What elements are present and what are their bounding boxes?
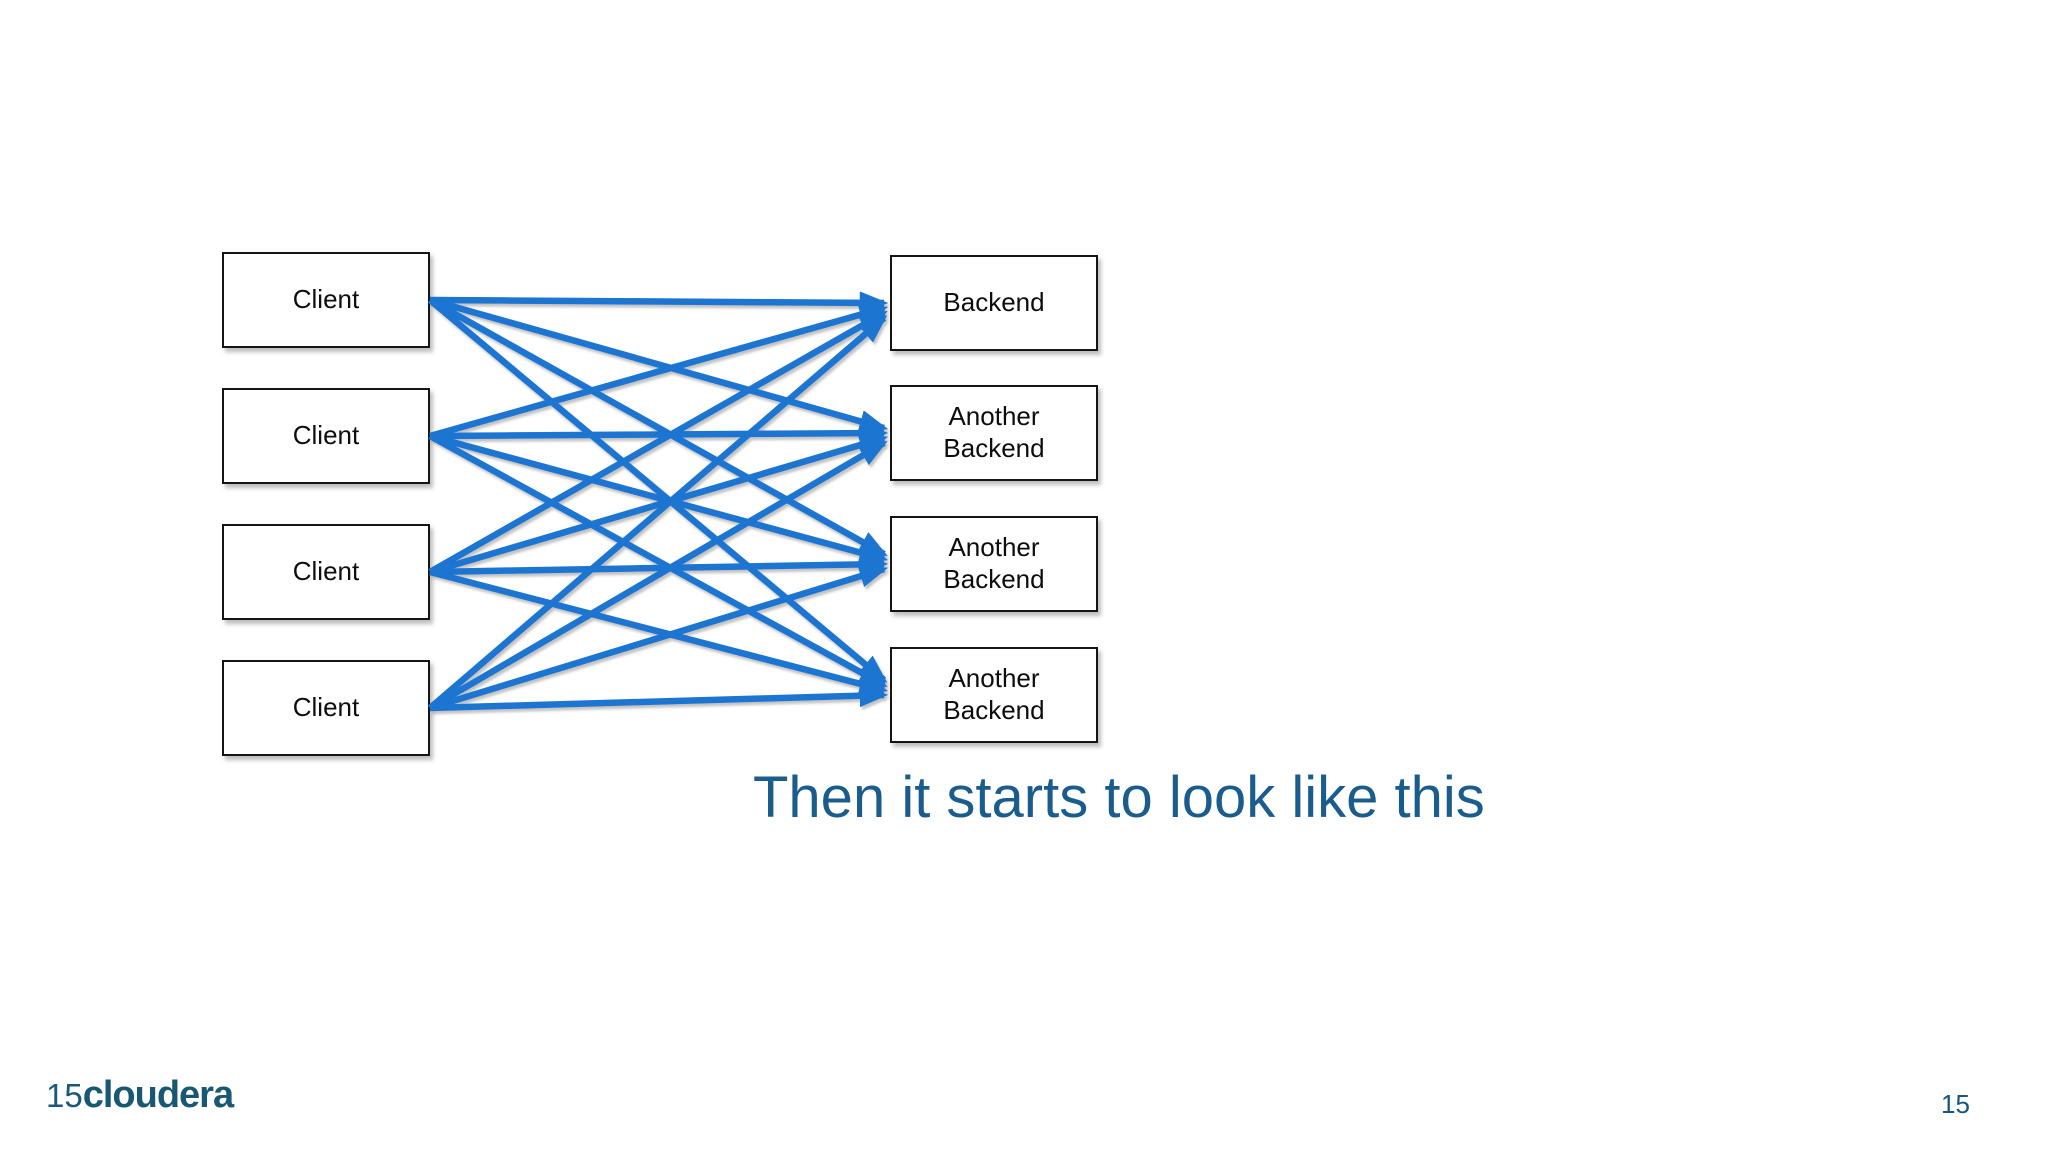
backend-box-3: Another Backend [890,516,1098,612]
client-box-3: Client [222,524,430,620]
backend-box-2-label: Another Backend [943,401,1045,463]
connection-arrow-client2-backend2 [429,421,889,445]
connection-arrow-client4-backend2 [428,440,888,711]
slide-number-left: 15 [46,1077,83,1114]
client-box-2-label: Client [292,420,360,451]
slide-caption: Then it starts to look like this [753,765,1485,830]
connection-arrow-client1-backend3 [428,297,888,557]
connection-arrow-client2-backend4 [428,433,888,688]
footer-left: 15cloudera [46,1074,234,1116]
connection-arrow-client3-backend2 [429,433,889,576]
connection-arrow-client4-backend1 [427,315,888,711]
client-box-4: Client [222,660,430,756]
client-box-2: Client [222,388,430,484]
connection-arrow-client2-backend1 [429,303,889,440]
connection-arrow-client3-backend3 [429,552,889,576]
client-box-1: Client [222,252,430,348]
page-number-right: 15 [1941,1089,1970,1119]
connection-arrow-client3-backend1 [428,310,888,575]
client-box-1-label: Client [292,284,360,315]
connection-arrow-client1-backend4 [427,297,888,683]
client-box-4-label: Client [292,692,360,723]
connection-arrow-client4-backend3 [429,565,889,712]
backend-box-3-label: Another Backend [943,532,1045,594]
connection-arrow-client1-backend1 [429,291,889,315]
client-box-3-label: Client [292,556,360,587]
backend-box-4-label: Another Backend [943,663,1045,725]
connection-arrow-client1-backend2 [429,296,889,433]
backend-box-2: Another Backend [890,385,1098,481]
backend-box-1: Backend [890,255,1098,351]
backend-box-4: Another Backend [890,647,1098,743]
cloudera-logo: cloudera [82,1074,234,1116]
connection-arrow-client3-backend4 [429,568,889,695]
backend-box-1-label: Backend [943,287,1045,318]
connection-arrow-client4-backend4 [429,684,889,712]
connection-arrow-client2-backend3 [429,432,889,564]
